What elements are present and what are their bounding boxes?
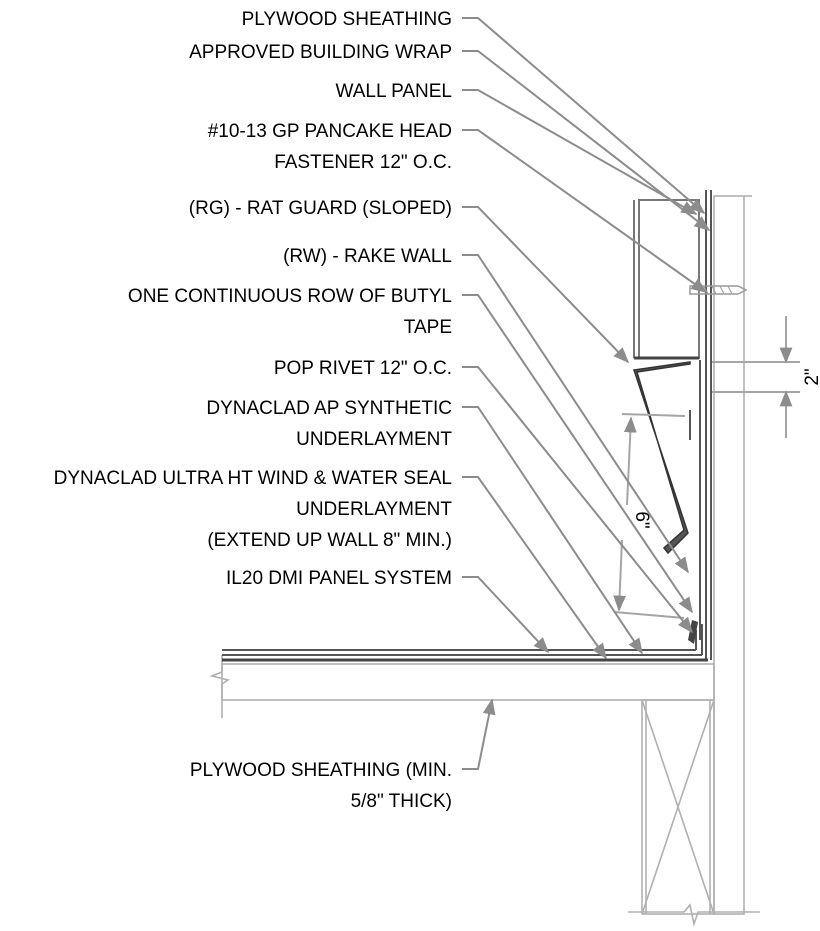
leader-lines [462,17,711,770]
wall-stud [628,699,760,928]
dimension-6in-label: 6" [631,511,652,528]
label-panel-system: IL20 DMI PANEL SYSTEM [226,568,452,589]
label-pop-rivet: POP RIVET 12" O.C. [274,358,452,379]
label-ultra-line2: UNDERLAYMENT [296,499,452,520]
roof-panel-layers [222,620,708,662]
label-plywood-min-line2: 5/8" THICK) [351,791,452,812]
callout-labels: PLYWOOD SHEATHING APPROVED BUILDING WRAP… [54,9,453,812]
roof-plywood-deck [209,655,715,718]
label-ultra-line3: (EXTEND UP WALL 8" MIN.) [207,530,452,551]
dimension-2in-label: 2" [802,368,820,385]
label-ultra-line1: DYNACLAD ULTRA HT WIND & WATER SEAL [54,468,452,489]
rat-guard-flashing [633,361,691,555]
label-rat-guard: (RG) - RAT GUARD (SLOPED) [189,198,452,219]
label-rake-wall: (RW) - RAKE WALL [283,246,452,267]
label-fastener-line1: #10-13 GP PANCAKE HEAD [208,121,452,142]
wall-sheathing [713,195,752,915]
dimension-2in: 2" [712,316,820,438]
label-ap-line2: UNDERLAYMENT [296,429,452,450]
label-plywood-min-line1: PLYWOOD SHEATHING (MIN. [190,760,452,781]
label-butyl-line2: TAPE [404,317,452,338]
label-wall-panel: WALL PANEL [335,81,452,102]
label-plywood-sheathing: PLYWOOD SHEATHING [242,9,452,30]
label-ap-line1: DYNACLAD AP SYNTHETIC [206,398,452,419]
building-wrap-line [699,190,712,660]
dimension-6in: 6" [613,413,686,619]
label-building-wrap: APPROVED BUILDING WRAP [189,42,452,63]
label-butyl-line1: ONE CONTINUOUS ROW OF BUTYL [128,286,452,307]
label-fastener-line2: FASTENER 12" O.C. [274,152,452,173]
